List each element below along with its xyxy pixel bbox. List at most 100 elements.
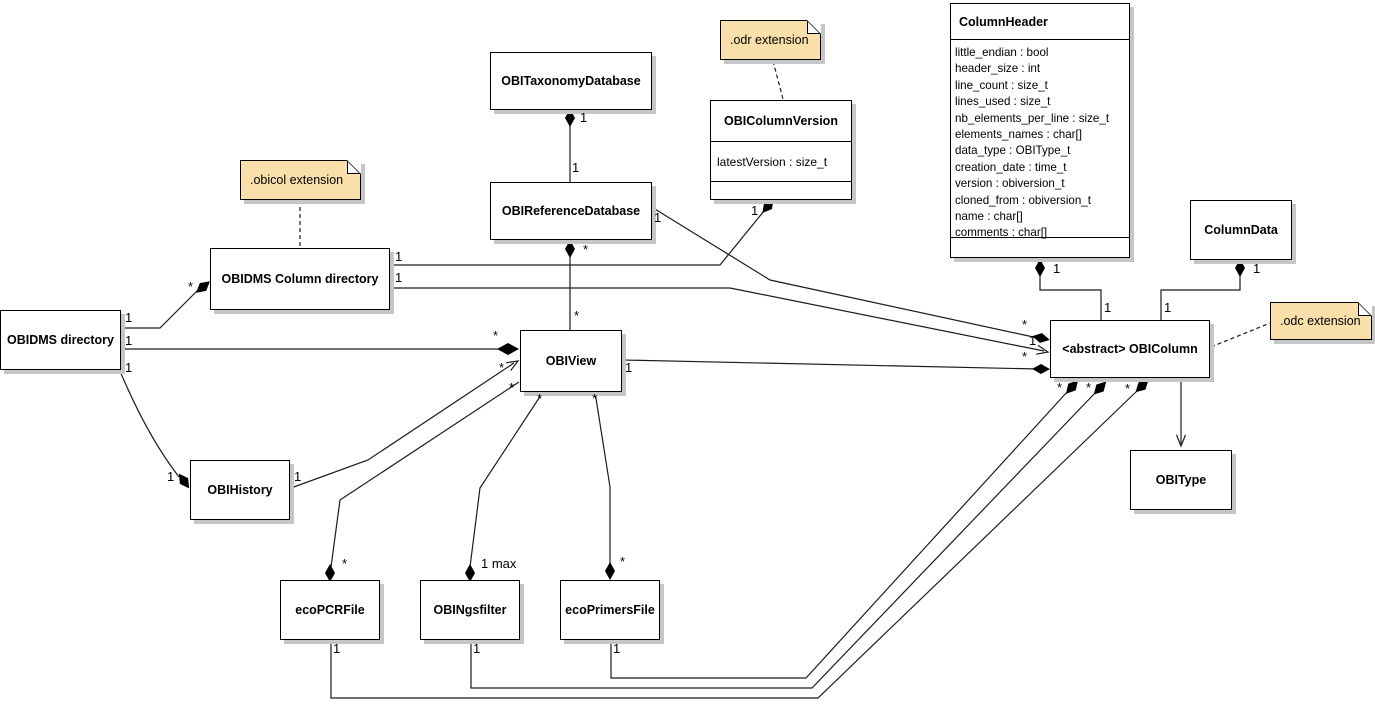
edge-columndir-columnversion <box>390 210 765 266</box>
note-fold-flap-icon <box>348 162 359 173</box>
multiplicity-label: 1 <box>654 210 662 225</box>
multiplicity-label: 1 <box>1053 261 1061 276</box>
empty-compartment <box>951 237 1129 254</box>
multiplicity-label: 1 <box>473 641 481 656</box>
multiplicity-label: 1 <box>613 641 621 656</box>
class-obidms-column-directory[interactable]: OBIDMS Column directory <box>210 248 390 310</box>
multiplicity-label: 1 <box>333 641 341 656</box>
class-name: OBIDMS Column directory <box>221 272 379 286</box>
diamond-taxonomy-icon <box>565 109 575 127</box>
multiplicity-label: * <box>1022 317 1028 332</box>
class-obicolumn[interactable]: <abstract> OBIColumn <box>1050 320 1210 378</box>
multiplicity-label: 1 <box>395 249 403 264</box>
multiplicity-label: * <box>188 279 194 294</box>
edge-ngsfilter-column <box>470 391 1097 689</box>
empty-compartment <box>711 181 851 200</box>
composition-diamonds <box>178 109 1245 582</box>
diamond-columnheader-icon <box>1035 259 1045 277</box>
diamond-history-icon <box>178 473 190 489</box>
edge-columnheader-column <box>1039 274 1102 320</box>
note-odc-extension[interactable]: .odc extension <box>1270 302 1372 340</box>
note-text: .obicol extension <box>250 173 344 187</box>
class-ecopcrfile[interactable]: ecoPCRFile <box>280 580 380 640</box>
edge-columndir-column <box>390 287 1045 352</box>
class-name: ecoPrimersFile <box>565 603 655 617</box>
multiplicity-label: 1 <box>167 469 175 484</box>
class-name: OBIType <box>1155 473 1207 487</box>
multiplicity-label: * <box>537 391 543 406</box>
multiplicity-label: 1 <box>125 333 133 348</box>
edge-ecopcr-view <box>330 381 520 568</box>
multiplicity-label: 1 <box>1253 261 1261 276</box>
class-name: OBIColumnVersion <box>724 114 838 128</box>
note-odr-extension[interactable]: .odr extension <box>720 20 821 60</box>
class-obicolumnversion[interactable]: OBIColumnVersion latestVersion : size_t <box>710 100 852 200</box>
multiplicity-label: 1 <box>1164 300 1172 315</box>
diamond-columndata-icon <box>1235 259 1245 277</box>
class-attribute: lines_used : size_t <box>955 95 1051 109</box>
class-obireferencedatabase[interactable]: OBIReferenceDatabase <box>490 182 652 240</box>
class-obihistory[interactable]: OBIHistory <box>190 460 290 520</box>
class-attribute: data_type : OBIType_t <box>955 144 1071 158</box>
class-name: OBIView <box>545 354 597 368</box>
diamond-ecoprimers-icon <box>605 562 615 580</box>
note-text: .odc extension <box>1280 314 1361 328</box>
edge-ecoprimers-view <box>594 391 611 566</box>
class-ecoprimersfile[interactable]: ecoPrimersFile <box>560 580 660 640</box>
note-text: .odr extension <box>730 33 809 47</box>
edge-referencedb-column <box>649 205 1039 339</box>
diamond-column-bottom2-icon <box>1093 381 1107 395</box>
note-link-odr <box>772 60 784 100</box>
class-attribute: little_endian : bool <box>955 46 1049 59</box>
multiplicity-label: * <box>1125 381 1131 396</box>
multiplicity-label: * <box>1022 349 1028 364</box>
diamond-columnversion-icon <box>762 199 774 213</box>
note-obicol-extension[interactable]: .obicol extension <box>240 160 361 200</box>
class-obingsfilter[interactable]: OBINgsfilter <box>420 580 520 640</box>
diamond-view-icon <box>497 343 519 355</box>
open-arrow-into-column-icon <box>1036 344 1050 355</box>
class-obitaxonomydatabase[interactable]: OBITaxonomyDatabase <box>490 52 652 110</box>
class-obiview[interactable]: OBIView <box>520 330 622 392</box>
multiplicity-label: 1 <box>125 360 133 375</box>
multiplicity-label: * <box>499 360 505 375</box>
multiplicity-label: 1 <box>625 360 633 375</box>
multiplicity-label: * <box>620 554 626 569</box>
edge-dmsdir-history <box>119 370 180 478</box>
multiplicity-label: * <box>493 328 499 343</box>
edge-ngsfilter-view <box>469 391 544 568</box>
open-arrow-into-type-icon <box>1175 434 1187 448</box>
multiplicity-label: 1 <box>751 203 759 218</box>
diamond-referencedb-icon <box>565 240 575 258</box>
class-obidms-directory[interactable]: OBIDMS directory <box>0 310 121 370</box>
note-fold-flap-icon <box>1359 304 1370 315</box>
class-attribute: elements_names : char[] <box>955 128 1082 142</box>
class-columnheader[interactable]: ColumnHeader little_endian : bool header… <box>950 3 1130 258</box>
class-name: ColumnHeader <box>959 15 1048 29</box>
multiplicity-label: * <box>574 308 580 323</box>
multiplicity-label: 1 max <box>481 556 517 571</box>
class-obitype[interactable]: OBIType <box>1130 450 1232 510</box>
edge-dmsdir-columndir <box>121 289 199 329</box>
multiplicity-label: 1 <box>125 310 133 325</box>
diamond-column-bottom1-icon <box>1065 380 1079 394</box>
diamond-ecopcr-icon <box>325 564 335 582</box>
class-attribute: latestVersion : size_t <box>711 141 851 181</box>
edge-columndata-column <box>1160 274 1241 320</box>
class-attribute: line_count : size_t <box>955 78 1048 92</box>
diamond-column-left-icon <box>1032 364 1050 374</box>
open-arrow-into-view-icon <box>506 360 520 371</box>
edge-view-column <box>621 359 1039 370</box>
class-attribute: header_size : int <box>955 62 1041 76</box>
class-attribute: creation_date : time_t <box>955 160 1067 174</box>
class-columndata[interactable]: ColumnData <box>1190 200 1292 260</box>
class-attribute: cloned_from : obiversion_t <box>955 193 1091 207</box>
class-name: <abstract> OBIColumn <box>1062 342 1198 356</box>
multiplicity-label: * <box>509 380 515 395</box>
class-name: ecoPCRFile <box>295 603 365 617</box>
multiplicity-label: * <box>583 242 589 257</box>
multiplicity-label: * <box>1086 380 1092 395</box>
multiplicity-label: * <box>1057 380 1063 395</box>
diamond-column-top-left-icon <box>1032 333 1050 343</box>
